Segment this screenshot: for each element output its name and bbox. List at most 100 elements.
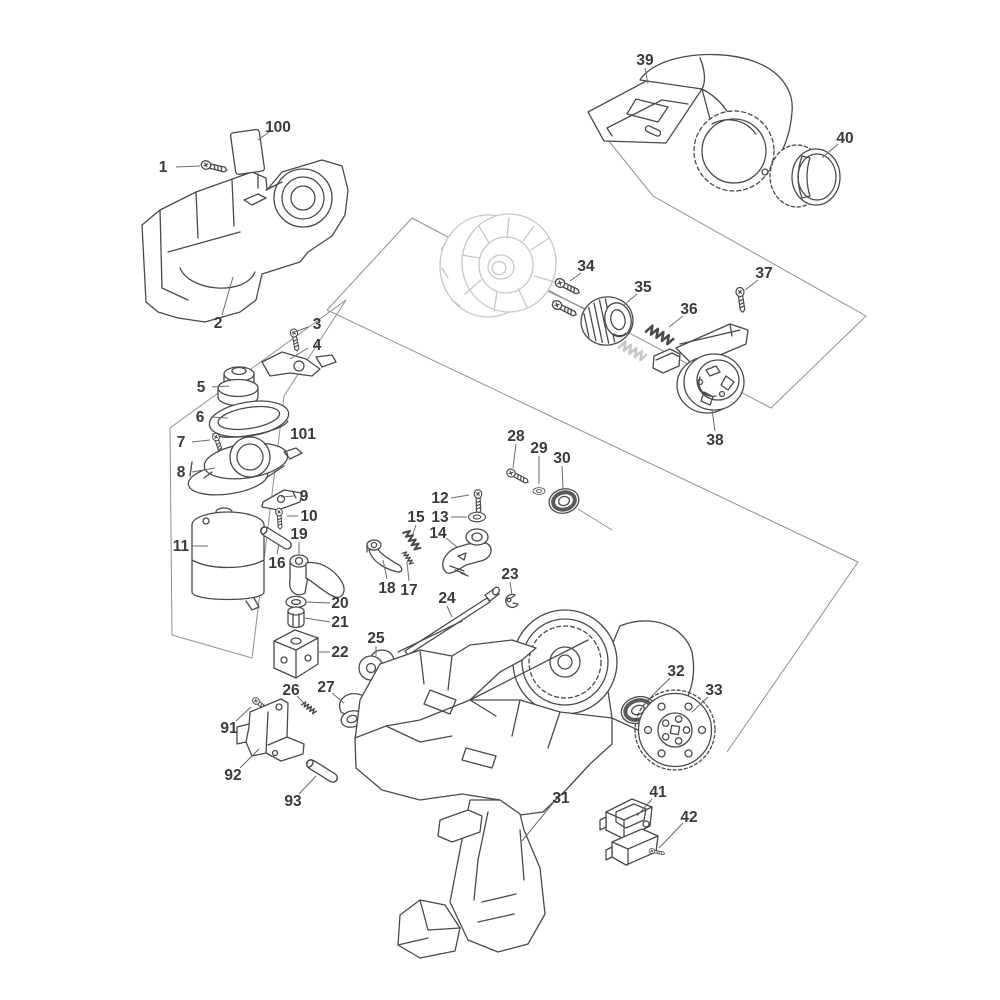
part-39-top-cover <box>587 53 793 192</box>
part-23-c-clip <box>505 593 519 608</box>
leader-line-20 <box>306 601 331 604</box>
leader-line-91 <box>235 706 252 722</box>
part-29-washer <box>532 487 546 495</box>
leader-line-27 <box>331 692 345 704</box>
part-40-dial-knob <box>761 144 841 208</box>
part-label-11: 11 <box>173 538 190 555</box>
part-92-bracket <box>236 698 305 762</box>
leader-line-1 <box>175 165 201 168</box>
leader-line-38 <box>711 409 716 432</box>
part-31-main-housing <box>354 609 695 959</box>
leader-line-32 <box>647 677 671 701</box>
part-14-arm <box>442 528 492 577</box>
part-34-screw-b <box>550 298 579 320</box>
part-17-spring <box>401 550 415 566</box>
part-label-10: 10 <box>300 508 317 525</box>
part-label-17: 17 <box>400 582 417 599</box>
part-label-100: 100 <box>265 119 291 136</box>
part-label-19: 19 <box>290 526 308 543</box>
part-label-37: 37 <box>755 265 772 282</box>
part-93-pin <box>304 757 340 785</box>
leader-line-18 <box>382 559 388 580</box>
part-21-sleeve <box>287 606 305 629</box>
leader-line-2 <box>221 276 234 316</box>
leader-line-5 <box>211 385 230 388</box>
part-34-screw-a <box>553 276 582 298</box>
part-label-4: 4 <box>313 337 322 354</box>
part-label-39: 39 <box>636 52 654 69</box>
leader-line-39 <box>644 67 649 85</box>
leader-line-36 <box>668 315 684 328</box>
part-label-35: 35 <box>634 279 652 296</box>
leader-line-26 <box>296 695 308 707</box>
leader-line-15 <box>412 524 417 535</box>
leader-line-34 <box>569 272 582 282</box>
leader-line-37 <box>744 279 759 291</box>
part-4-lever <box>261 351 337 377</box>
part-label-33: 33 <box>705 682 723 699</box>
part-36-spring-ghost <box>617 339 649 363</box>
part-label-24: 24 <box>438 590 456 607</box>
part-label-16: 16 <box>268 555 286 572</box>
leader-line-92 <box>239 748 260 769</box>
part-label-27: 27 <box>317 679 334 696</box>
part-label-31: 31 <box>552 790 570 807</box>
part-6-ring <box>208 400 290 438</box>
part-20-washer <box>285 595 307 609</box>
leader-line-6 <box>210 416 229 419</box>
part-28-screw <box>504 467 531 487</box>
part-2-housing <box>141 159 349 323</box>
part-label-93: 93 <box>284 793 302 810</box>
part-10-screw <box>274 507 285 530</box>
part-label-8: 8 <box>177 464 186 481</box>
leader-line-12 <box>450 494 470 499</box>
leader-line-28 <box>512 443 517 469</box>
part-24-rod <box>404 586 500 656</box>
part-label-92: 92 <box>224 767 241 784</box>
leader-line-8 <box>191 467 216 473</box>
part-label-22: 22 <box>331 644 348 661</box>
part-19-lever <box>289 554 345 598</box>
part-12-screw <box>473 488 484 515</box>
leader-line-23 <box>509 581 513 596</box>
leader-line-41 <box>636 798 653 817</box>
leader-line-14 <box>445 537 458 548</box>
part-100-label-sticker <box>229 128 266 176</box>
part-8-base-plate <box>187 436 303 496</box>
leader-line-100 <box>257 131 270 141</box>
part-label-30: 30 <box>553 450 570 467</box>
part-label-7: 7 <box>177 434 186 451</box>
part-label-13: 13 <box>431 509 449 526</box>
part-label-26: 26 <box>282 682 300 699</box>
part-30-oil-seal <box>548 488 580 514</box>
part-label-29: 29 <box>530 440 548 457</box>
part-22-block <box>273 629 319 679</box>
leader-line-24 <box>446 605 453 618</box>
part-label-91: 91 <box>220 720 238 737</box>
part-41-switch <box>599 798 659 866</box>
part-label-38: 38 <box>706 432 724 449</box>
leader-line-35 <box>622 293 638 307</box>
part-35-clutch-drum <box>580 296 634 346</box>
part-label-25: 25 <box>367 630 385 647</box>
leader-line-33 <box>691 696 709 713</box>
ghost-fan-impeller <box>439 213 557 318</box>
part-label-21: 21 <box>331 614 349 631</box>
leader-line-7 <box>191 439 211 443</box>
part-33-spur-gear <box>634 689 716 771</box>
part-13-washer <box>467 511 487 523</box>
part-18-crank-lever <box>366 539 403 573</box>
leader-line-21 <box>304 617 331 623</box>
part-label-2: 2 <box>214 315 223 332</box>
leader-line-40 <box>821 143 839 159</box>
part-label-34: 34 <box>577 258 595 275</box>
part-38-clutch-assembly <box>652 323 749 414</box>
part-label-9: 9 <box>300 488 309 505</box>
part-label-41: 41 <box>649 784 667 801</box>
leader-line-42 <box>658 822 684 849</box>
leader-line-30 <box>561 465 564 490</box>
leader-line-9 <box>280 495 295 498</box>
part-label-36: 36 <box>680 301 698 318</box>
